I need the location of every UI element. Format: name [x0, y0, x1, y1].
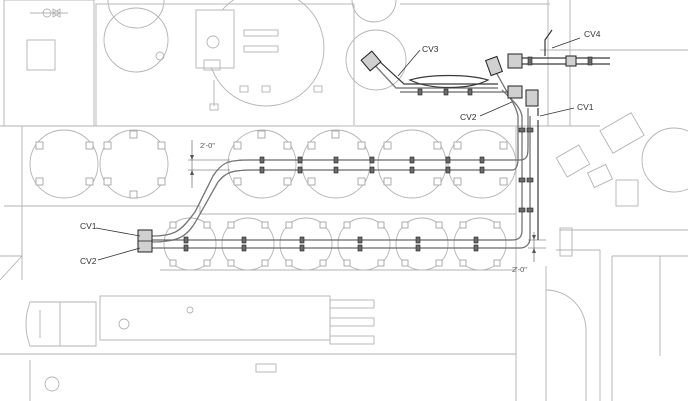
- pipe-flange: [526, 177, 534, 183]
- pipe-flange: [518, 207, 526, 213]
- cv2-left-label: CV2: [80, 256, 97, 266]
- pipe-flange: [299, 236, 305, 244]
- pipe-flange: [259, 156, 265, 164]
- tank: [279, 217, 333, 271]
- pipe-flange: [259, 166, 265, 174]
- pipe-flange: [526, 207, 534, 213]
- tank: [377, 129, 447, 199]
- cv4-unit: [507, 53, 577, 69]
- cv1-right-label: CV1: [577, 102, 594, 112]
- pipe-flange: [518, 127, 526, 133]
- pipe-flange: [369, 166, 375, 174]
- callout-cv3: CV3: [397, 44, 439, 77]
- valve-symbol-icon: [30, 8, 68, 18]
- pipe-flange: [299, 244, 305, 252]
- pipe-flange: [479, 166, 485, 174]
- callout-cv1-left: CV1: [80, 221, 141, 237]
- pipe-flange: [415, 244, 421, 252]
- tank: [395, 217, 449, 271]
- cv1-left-label: CV1: [80, 221, 97, 231]
- dimension-top: 2'-0": [188, 140, 230, 188]
- pipe-fittings: [183, 56, 593, 252]
- cv3-label: CV3: [422, 44, 439, 54]
- cv2-right-label: CV2: [460, 112, 477, 122]
- dimension-right: 2'-0": [512, 232, 546, 274]
- tank: [29, 129, 99, 199]
- pipe-flange: [473, 244, 479, 252]
- pipe-flange: [333, 156, 339, 164]
- pipe-flange: [333, 166, 339, 174]
- pipe-flange: [526, 127, 534, 133]
- cv3-unit: [360, 50, 382, 72]
- pipe-flange: [409, 156, 415, 164]
- pipe-flange: [415, 236, 421, 244]
- pipe-flange: [445, 166, 451, 174]
- pipe-flange: [183, 236, 189, 244]
- tank: [447, 129, 517, 199]
- tank: [163, 217, 217, 271]
- pipe-flange: [297, 166, 303, 174]
- cv-unit-right-a: [507, 85, 523, 99]
- pipe-flange: [241, 244, 247, 252]
- pipe-flange: [527, 56, 533, 66]
- dimension-label-top: 2'-0": [200, 141, 215, 150]
- tank: [221, 217, 275, 271]
- callout-cv2-right: CV2: [460, 101, 513, 122]
- tank: [99, 129, 169, 199]
- cv3-pipe-run: [369, 59, 520, 93]
- cv1-pipe-run: [149, 108, 529, 237]
- pipe-flange: [417, 88, 423, 96]
- pipe-flange: [297, 156, 303, 164]
- pipe-flange: [369, 156, 375, 164]
- pipe-flange: [445, 156, 451, 164]
- callout-cv1-right: CV1: [539, 102, 594, 117]
- pipe-flange: [183, 244, 189, 252]
- cv2-pipe-run: [149, 71, 519, 243]
- cv-unit-upper: [484, 55, 504, 77]
- cv-unit-left: [137, 229, 153, 253]
- pipe-flange: [409, 166, 415, 174]
- pipe-flange: [587, 56, 593, 66]
- pipe-flange: [467, 88, 473, 96]
- tank: [337, 217, 391, 271]
- lower-loop-pipe-run: [150, 89, 539, 249]
- cv4-pipe-run: [520, 29, 610, 65]
- pipe-flange: [479, 156, 485, 164]
- cv4-label: CV4: [584, 29, 601, 39]
- tank: [453, 217, 507, 271]
- tank-row-lower: [163, 217, 507, 271]
- callout-cv2-left: CV2: [80, 247, 141, 266]
- tank-row-upper: [29, 129, 517, 199]
- callout-cv4: CV4: [551, 29, 601, 49]
- dimension-label-right: 2'-0": [512, 265, 527, 274]
- pipe-flange: [241, 236, 247, 244]
- pipe-flange: [357, 244, 363, 252]
- tank: [301, 129, 371, 199]
- pipe-flange: [518, 177, 526, 183]
- pipe-flange: [473, 236, 479, 244]
- pipe-flange: [443, 88, 449, 96]
- cv-unit-right-b: [525, 89, 539, 107]
- pipe-flange: [357, 236, 363, 244]
- tank: [227, 129, 297, 199]
